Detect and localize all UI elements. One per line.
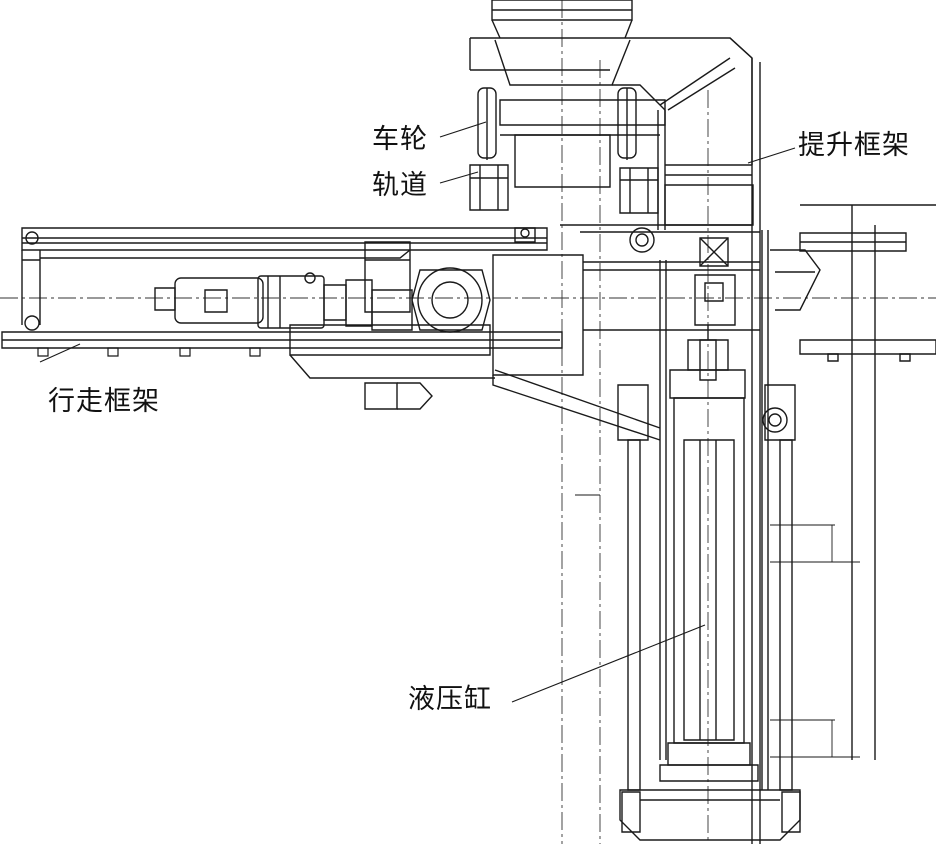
lift-frame-structure xyxy=(500,58,760,844)
track-blocks xyxy=(470,165,658,213)
label-wheel: 车轮 xyxy=(372,124,428,155)
label-track: 轨道 xyxy=(372,170,428,201)
hopper xyxy=(470,0,752,230)
bracket-body xyxy=(493,228,787,440)
guide-columns xyxy=(618,230,795,790)
base xyxy=(620,790,800,840)
travel-frame xyxy=(2,228,562,356)
label-lift-frame: 提升框架 xyxy=(798,130,910,161)
dimension-lines xyxy=(575,495,860,757)
wheels xyxy=(478,88,636,160)
leader-lines xyxy=(40,122,795,702)
motor-drive xyxy=(155,242,495,409)
label-hydraulic-cylinder: 液压缸 xyxy=(408,684,492,715)
label-travel-frame: 行走框架 xyxy=(48,386,160,417)
cylinder xyxy=(660,340,758,781)
right-rail xyxy=(770,205,936,760)
